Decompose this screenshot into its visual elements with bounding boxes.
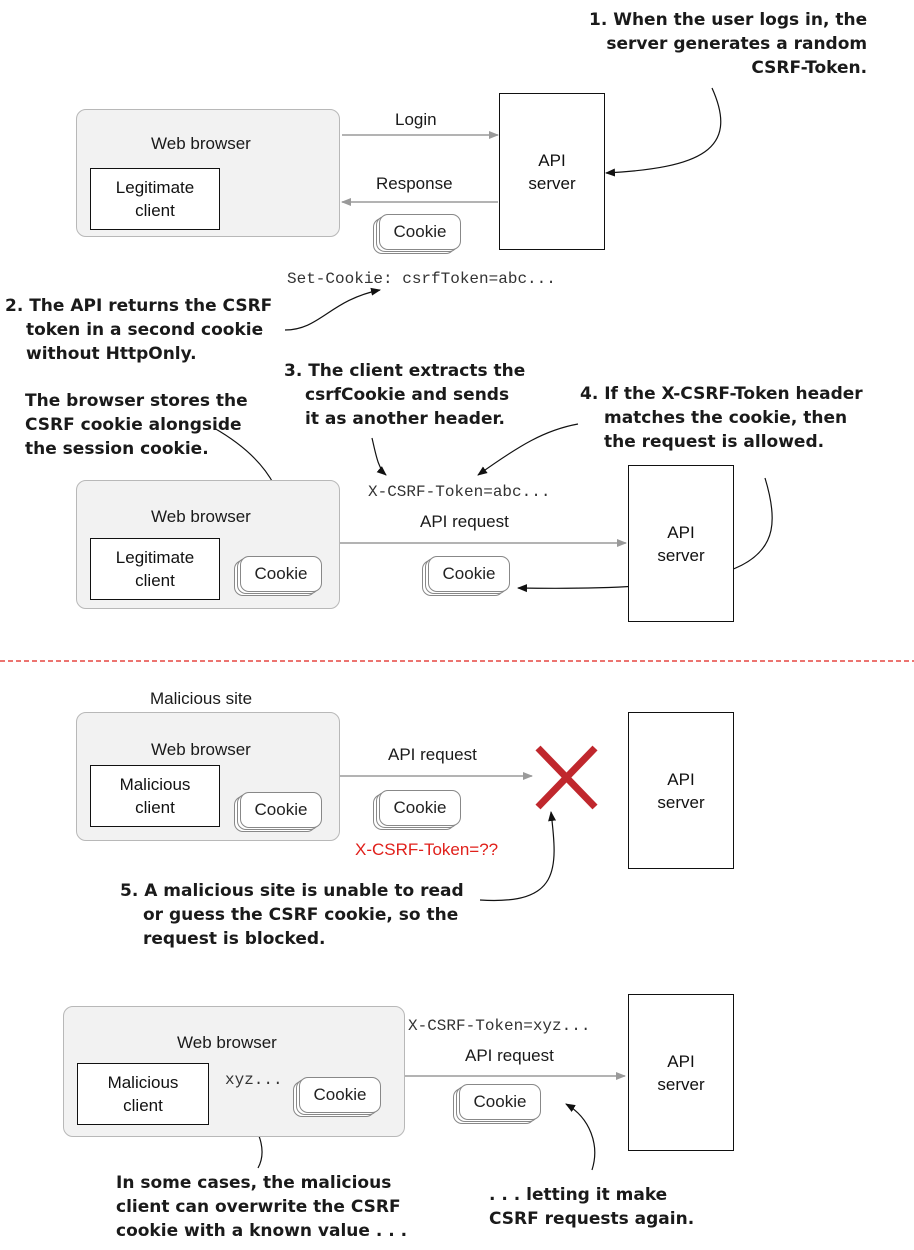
note-2-line: 2. The API returns the CSRF bbox=[5, 296, 273, 316]
note-5-line: 5. A malicious site is unable to read bbox=[120, 881, 464, 901]
cookie-label: Cookie bbox=[459, 1084, 541, 1120]
note-store-line: CSRF cookie alongside bbox=[25, 415, 242, 435]
server-label: API server bbox=[657, 769, 705, 812]
note-3-line: it as another header. bbox=[305, 409, 505, 429]
api-request-label: API request bbox=[420, 512, 509, 531]
cookie-label: Cookie bbox=[240, 792, 322, 828]
note-4-line: the request is allowed. bbox=[604, 432, 825, 452]
note-2-line: token in a second cookie bbox=[26, 320, 264, 340]
client-label: Legitimate client bbox=[115, 548, 195, 590]
note-store: The browser stores the CSRF cookie along… bbox=[25, 389, 248, 461]
note7-callout bbox=[565, 1103, 596, 1171]
request-cookie-stack: Cookie bbox=[453, 1084, 541, 1124]
note-store-line: The browser stores the bbox=[25, 391, 248, 411]
set-cookie-stack: Cookie bbox=[373, 214, 461, 254]
client-label: Legitimate client bbox=[115, 178, 195, 220]
note-7-line: CSRF requests again. bbox=[489, 1209, 695, 1229]
note-4-line: 4. If the X-CSRF-Token header bbox=[580, 384, 863, 404]
cookie-label: Cookie bbox=[379, 214, 461, 250]
api-request-label: API request bbox=[388, 745, 477, 764]
note-3-line: 3. The client extracts the bbox=[284, 361, 526, 381]
legitimate-client-box: Legitimate client bbox=[90, 538, 220, 600]
overwrite-value-text: xyz... bbox=[225, 1071, 283, 1089]
client-label: Malicious client bbox=[107, 1073, 179, 1115]
note-6-line: client can overwrite the CSRF bbox=[116, 1197, 401, 1217]
note-3: 3. The client extracts the csrfCookie an… bbox=[284, 359, 525, 431]
note-5-line: request is blocked. bbox=[143, 929, 326, 949]
note-7: . . . letting it make CSRF requests agai… bbox=[489, 1183, 694, 1231]
browser-label: Web browser bbox=[151, 740, 251, 759]
login-label: Login bbox=[395, 110, 437, 129]
browser-cookie-stack: Cookie bbox=[234, 556, 322, 596]
request-cookie-stack: Cookie bbox=[422, 556, 510, 596]
api-server-box: API server bbox=[499, 93, 605, 250]
note-1: 1. When the user logs in, the server gen… bbox=[589, 8, 867, 80]
server-label: API server bbox=[528, 150, 576, 193]
note-4-line: matches the cookie, then bbox=[604, 408, 848, 428]
malicious-client-box: Malicious client bbox=[77, 1063, 209, 1125]
note-6: In some cases, the malicious client can … bbox=[116, 1171, 407, 1243]
cookie-label: Cookie bbox=[299, 1077, 381, 1113]
malicious-client-box: Malicious client bbox=[90, 765, 220, 827]
note-4: 4. If the X-CSRF-Token header matches th… bbox=[580, 382, 863, 454]
csrf-header-text: X-CSRF-Token=abc... bbox=[368, 483, 551, 501]
legitimate-client-box: Legitimate client bbox=[90, 168, 220, 230]
server-label: API server bbox=[657, 1051, 705, 1094]
browser-label: Web browser bbox=[151, 507, 251, 526]
malicious-site-label: Malicious site bbox=[150, 689, 253, 708]
note3-callout bbox=[371, 437, 387, 476]
cookie-label: Cookie bbox=[428, 556, 510, 592]
note-store-line: the session cookie. bbox=[25, 439, 209, 459]
cookie-label: Cookie bbox=[240, 556, 322, 592]
cookie-label: Cookie bbox=[379, 790, 461, 826]
note4-to-header-callout bbox=[477, 423, 579, 476]
note-2-line: without HttpOnly. bbox=[26, 344, 197, 364]
server-label: API server bbox=[657, 522, 705, 565]
note5-callout bbox=[479, 811, 557, 902]
set-cookie-text: Set-Cookie: csrfToken=abc... bbox=[287, 270, 556, 288]
note-1-line: CSRF-Token. bbox=[751, 58, 868, 78]
note-5: 5. A malicious site is unable to read or… bbox=[120, 879, 464, 951]
request-cookie-stack: Cookie bbox=[373, 790, 461, 830]
note-5-line: or guess the CSRF cookie, so the bbox=[143, 905, 459, 925]
browser-label: Web browser bbox=[151, 134, 251, 153]
note4-to-cookie-callout bbox=[517, 477, 773, 593]
note-1-line: 1. When the user logs in, the bbox=[589, 10, 868, 30]
note-6-line: In some cases, the malicious bbox=[116, 1173, 392, 1193]
note1-callout bbox=[605, 87, 722, 177]
note-7-line: . . . letting it make bbox=[489, 1185, 668, 1205]
note-2: 2. The API returns the CSRF token in a s… bbox=[5, 294, 272, 366]
api-server-box: API server bbox=[628, 712, 734, 869]
note-1-line: server generates a random bbox=[606, 34, 868, 54]
client-label: Malicious client bbox=[119, 775, 191, 817]
api-server-box: API server bbox=[628, 994, 734, 1151]
note-6-line: cookie with a known value . . . bbox=[116, 1221, 408, 1241]
browser-cookie-stack: Cookie bbox=[234, 792, 322, 832]
api-server-box: API server bbox=[628, 465, 734, 622]
blocked-cross-icon bbox=[535, 745, 598, 810]
missing-csrf-header: X-CSRF-Token=?? bbox=[355, 840, 499, 859]
response-label: Response bbox=[376, 174, 453, 193]
csrf-header-text: X-CSRF-Token=xyz... bbox=[408, 1017, 591, 1035]
api-request-label: API request bbox=[465, 1046, 554, 1065]
browser-label: Web browser bbox=[177, 1033, 277, 1052]
note-3-line: csrfCookie and sends bbox=[305, 385, 510, 405]
browser-cookie-stack: Cookie bbox=[293, 1077, 381, 1117]
note2-callout bbox=[284, 287, 381, 331]
